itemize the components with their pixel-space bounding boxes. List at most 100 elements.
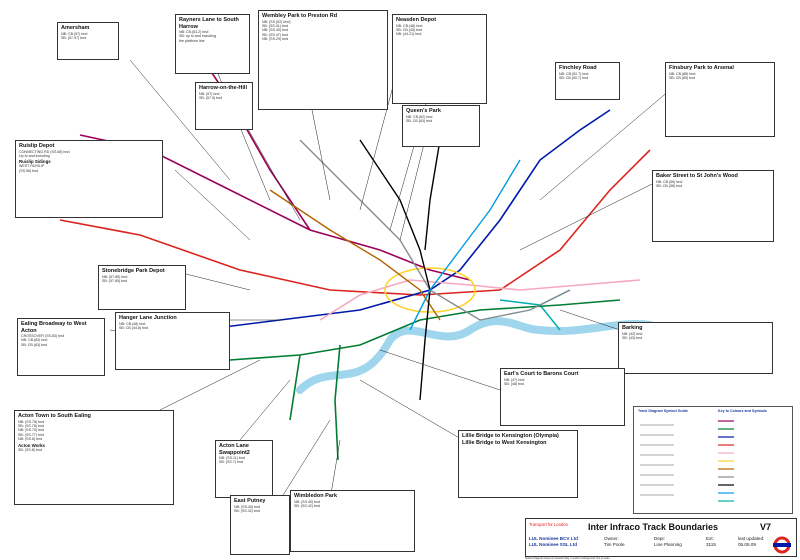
inset-title: Acton Town to South Ealing (18, 413, 91, 419)
inset-subtitle: Ruislip Sidings (19, 159, 51, 165)
inset-wimbledon-park: Wimbledon Park NB: (SS.40) bnd SB: (SS.4… (290, 490, 415, 552)
legend-left-heading: Track Diagram Symbol Guide (638, 409, 688, 413)
inset-wembley-park: Wembley Park to Preston Rd NB: (SS.(52) … (258, 10, 388, 110)
inset-line: SB: CB.(58) bnd (656, 183, 683, 188)
inset-line: NB: (SS.40) bnd (294, 499, 321, 504)
inset-line: SB: (SS.8) bnd (18, 447, 42, 452)
circle-line (384, 267, 476, 313)
dept-cell: Dept: Line Planning (654, 536, 682, 547)
owner-value: Tim Poole (604, 541, 625, 547)
inset-line: CONNECTING RD (SS.68) bnd (19, 149, 70, 154)
inset-line: SB: (57.5) bnd (199, 95, 223, 100)
document-title: Inter Infraco Track Boundaries (588, 522, 719, 532)
inset-ealing-broadway: Ealing Broadway to West Acton CROSSOVER … (17, 318, 105, 376)
inset-ruislip-depot: Ruislip Depot CONNECTING RD (SS.68) bnd … (15, 140, 163, 218)
inset-title: Wembley Park to Preston Rd (262, 13, 338, 19)
title-block: Transport for London Inter Infraco Track… (525, 518, 797, 557)
inset-line: NB: (SS.78) bnd (18, 419, 45, 424)
hammersmith-city-line (319, 279, 641, 321)
inset-line: SB: CB.(89) bnd (669, 75, 696, 80)
inset-line: NB: CB.(53.2) bnd (179, 30, 209, 34)
owner-cell: Owner: Tim Poole (604, 536, 625, 547)
inset-title: Ealing Broadway to West Acton (21, 321, 87, 334)
inset-east-putney: East Putney NB: (SS.40) bnd SB: (SS.42) … (230, 495, 290, 555)
legend-right-heading: Key to Colours and Symbols (718, 409, 767, 413)
dept-value: Line Planning (654, 541, 682, 547)
inset-line: SB: (SS.7) bnd (219, 460, 243, 465)
inset-title: Finsbury Park to Arsenal (669, 65, 734, 71)
inset-line: NB: (57.85) bnd (102, 274, 128, 279)
inset-acton-town: Acton Town to South Ealing NB: (SS.78) b… (14, 410, 174, 505)
inset-line: NB: CB.(57) bnd (61, 31, 88, 36)
inset-line: SB: CB.(50.7) bnd (559, 75, 589, 80)
ext-cell: Ext: 3115 (706, 536, 716, 547)
inset-line: the platform line (179, 38, 205, 43)
inset-line: (SS.56) bnd (19, 168, 39, 173)
dept-label: Dept: (654, 536, 665, 541)
inset-title: Earl's Court to Barons Court (504, 371, 579, 377)
inset-line: NB: CB.(56) bnd (656, 179, 683, 184)
inset-baker-street: Baker Street to St John's Wood NB: CB.(5… (652, 170, 774, 242)
inset-line: SB: (SS.77) bnd (18, 432, 44, 437)
callout-leaders (109, 29, 671, 501)
inset-line: SB: up to and including (179, 34, 216, 39)
inset-neasden-depot: Neasden Depot NB: CB.(48) bnd SB: CB.(45… (392, 14, 487, 104)
northern-line (359, 139, 441, 401)
ext-label: Ext: (706, 536, 714, 541)
inset-line: NB: (42) bnd (622, 331, 643, 336)
inset-title: East Putney (234, 498, 266, 504)
inset-line: NB: (44.21) bnd (396, 32, 422, 37)
inset-title: Amersham (61, 25, 90, 31)
inset-line: SB: (SS.47) bnd (262, 32, 288, 37)
inset-line: CROSSOVER (SS.83) bnd (21, 334, 65, 338)
inset-line: NB: CB.(83) bnd (21, 338, 48, 343)
nominee-list: LUL Nominee BCV Ltd LUL Nominee SSL Ltd (529, 536, 578, 548)
inset-line: NB: CB.(52.7) bnd (559, 71, 589, 76)
inset-line: NB: (SS.40) bnd (262, 28, 289, 33)
inset-line: NB: (SS.8) bnd (18, 437, 43, 442)
inset-line: NB: (47) bnd (504, 377, 525, 382)
inset-hanger-lane: Hanger Lane Junction NB: CB.(48) bnd SB:… (115, 312, 230, 370)
updated-cell: last updated: 05.05.09 (738, 536, 764, 547)
inset-line: NB: CB.(48) bnd (119, 321, 146, 326)
inset-lillie-bridge: Lillie Bridge to Kensington (Olympia) Li… (458, 430, 578, 498)
inset-line: NB: (SS.29) bnd (262, 37, 289, 42)
inset-line: SB: (SS.78) bnd (18, 423, 44, 428)
river-thames (296, 317, 654, 394)
inset-title: Lillie Bridge to West Kensington (462, 439, 547, 446)
inset-title: Hanger Lane Junction (119, 315, 177, 321)
inset-line: NB: CB.(88) bnd (669, 71, 696, 76)
inset-line: NB: CB.(62) bnd (406, 114, 433, 119)
inset-line: SB: CB.(83) bnd (21, 342, 48, 347)
inset-line: SB: (48) bnd (504, 381, 525, 386)
inset-title: Queen's Park (406, 108, 441, 114)
nominee-item: LUL Nominee SSL Ltd (529, 542, 578, 547)
inset-queens-park: Queen's Park NB: CB.(62) bnd SB: CB.(63)… (402, 105, 480, 147)
inset-title: Stonebridge Park Depot (102, 268, 165, 274)
inset-line: NB: (SS.11) bnd (219, 456, 245, 460)
owner-label: Owner: (604, 536, 619, 541)
inset-line: SB: (SS.41) bnd (262, 23, 288, 28)
inset-finchley-road: Finchley Road NB: CB.(52.7) bnd SB: CB.(… (555, 62, 620, 100)
inset-title: Baker Street to St John's Wood (656, 173, 738, 179)
inset-line: NB: (57) bnd (199, 91, 220, 96)
inset-line: Up to and including (19, 153, 50, 158)
legend-swatches (640, 420, 734, 502)
document-version: V7 (760, 522, 772, 532)
inset-line: SB: (57.97) bnd (61, 35, 87, 40)
victoria-line (409, 159, 521, 331)
inset-title: Finchley Road (559, 65, 597, 71)
inset-line: NB: CB.(48) bnd (396, 23, 423, 28)
inset-title: Harrow-on-the-Hill (199, 85, 247, 91)
inset-title: Wimbledon Park (294, 493, 338, 499)
inset-title: Acton Lane Swappoint2 (219, 443, 250, 456)
ext-value: 3115 (706, 541, 716, 547)
inset-line: SB: (43) bnd (622, 335, 643, 340)
legend: Track Diagram Symbol Guide Key to Colour… (633, 406, 793, 514)
inset-title: Neasden Depot (396, 17, 437, 23)
updated-label: last updated: (738, 536, 765, 541)
central-line (59, 149, 651, 296)
bakerloo-line (269, 189, 441, 321)
inset-line: SB: CB.(45) bnd (396, 27, 423, 32)
